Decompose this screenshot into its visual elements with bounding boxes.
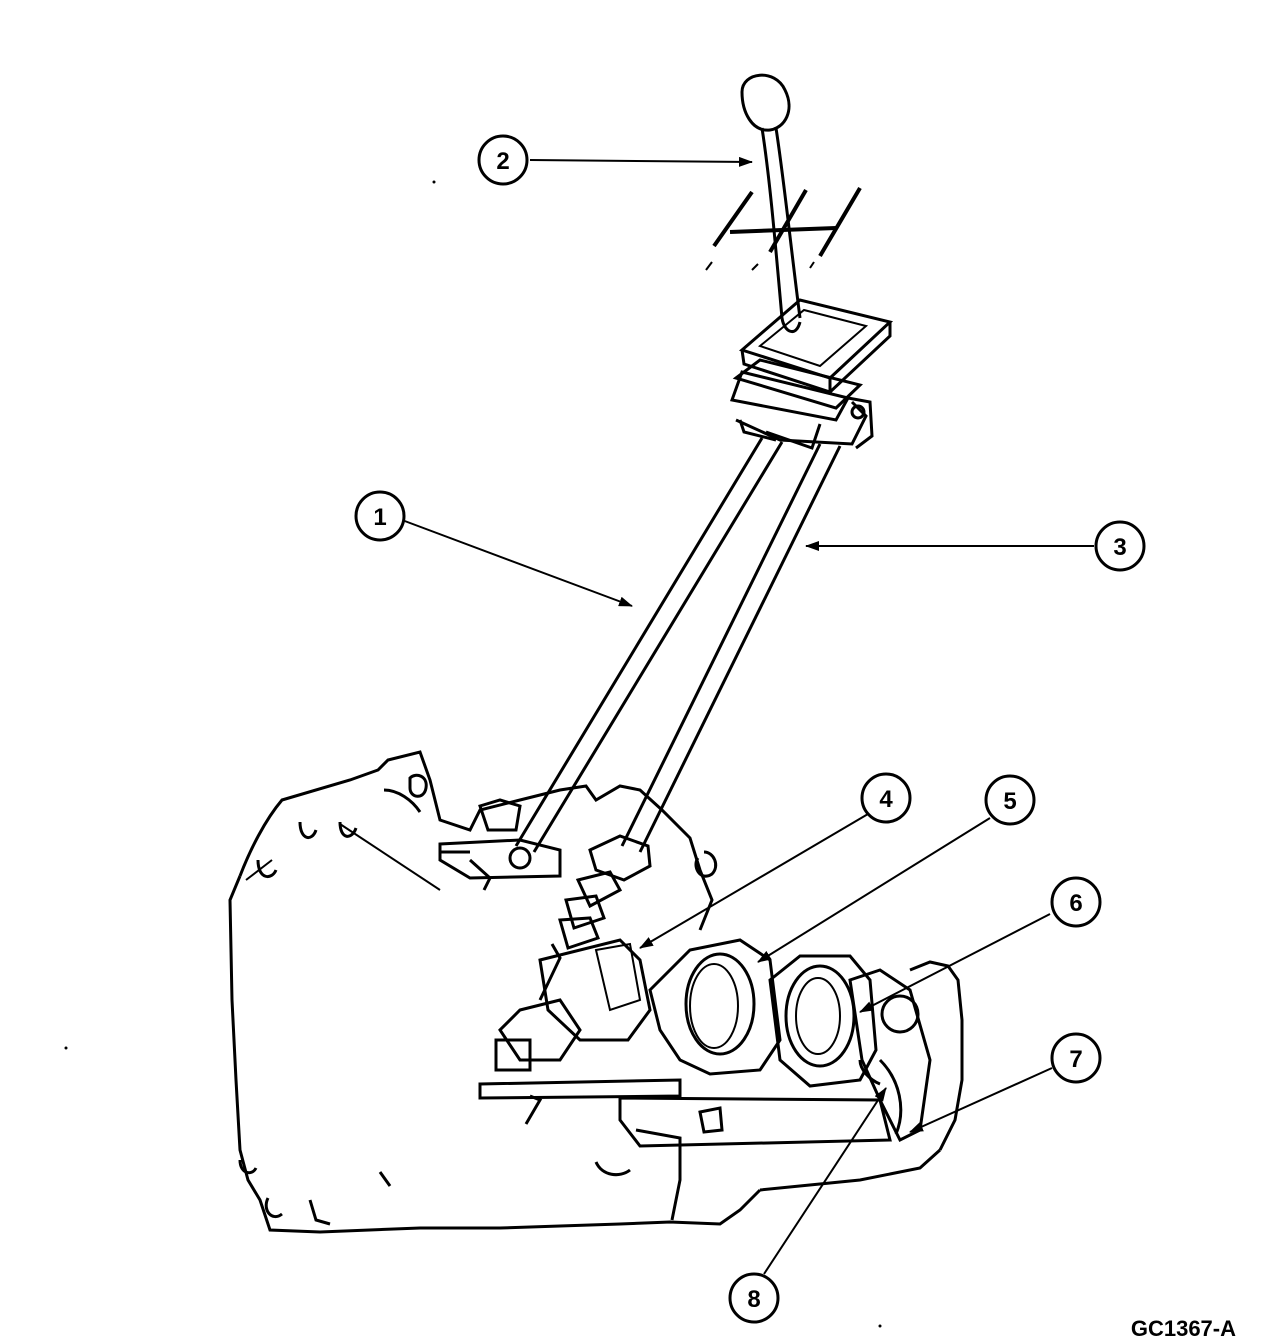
leader-line-4 xyxy=(639,813,869,949)
callout-4: 4 xyxy=(860,772,912,824)
leader-lines xyxy=(401,156,1094,1275)
callout-label: 7 xyxy=(1069,1046,1082,1073)
callout-label: 6 xyxy=(1069,890,1082,917)
leader-line-6 xyxy=(859,913,1051,1013)
callout-2: 2 xyxy=(477,134,529,186)
figure-id: GC1367-A xyxy=(1131,1316,1236,1341)
callout-3: 3 xyxy=(1094,520,1146,572)
shift-rod-1 xyxy=(514,437,784,853)
callout-1: 1 xyxy=(354,490,406,542)
callout-label: 3 xyxy=(1113,534,1126,561)
callout-label: 1 xyxy=(373,504,386,531)
callout-7: 7 xyxy=(1050,1032,1102,1084)
callout-6: 6 xyxy=(1050,876,1102,928)
rod-attach-bracket xyxy=(438,798,562,891)
shift-pattern-icon xyxy=(705,186,862,271)
transmission-case xyxy=(228,750,964,1234)
synchronizer-sleeve-1 xyxy=(648,938,782,1076)
callouts: 1 2 3 4 5 6 7 8 xyxy=(354,134,1146,1324)
callout-label: 4 xyxy=(879,786,893,813)
leader-line-5 xyxy=(757,817,991,963)
callout-label: 8 xyxy=(747,1286,760,1313)
scan-specks xyxy=(64,180,882,1328)
leader-line-8 xyxy=(763,1087,887,1275)
gear-shift-lever xyxy=(740,73,802,333)
leader-line-2 xyxy=(529,156,753,167)
callout-5: 5 xyxy=(984,774,1036,826)
callout-8: 8 xyxy=(728,1272,780,1324)
shifter-housing xyxy=(729,298,894,450)
callout-label: 5 xyxy=(1003,788,1016,815)
rod-universal-joint xyxy=(538,834,652,1001)
leader-line-7 xyxy=(909,1067,1053,1133)
callout-label: 2 xyxy=(496,148,509,175)
leader-line-1 xyxy=(401,519,633,607)
shift-selector-assembly xyxy=(478,938,892,1221)
shift-rod-2 xyxy=(620,443,842,853)
